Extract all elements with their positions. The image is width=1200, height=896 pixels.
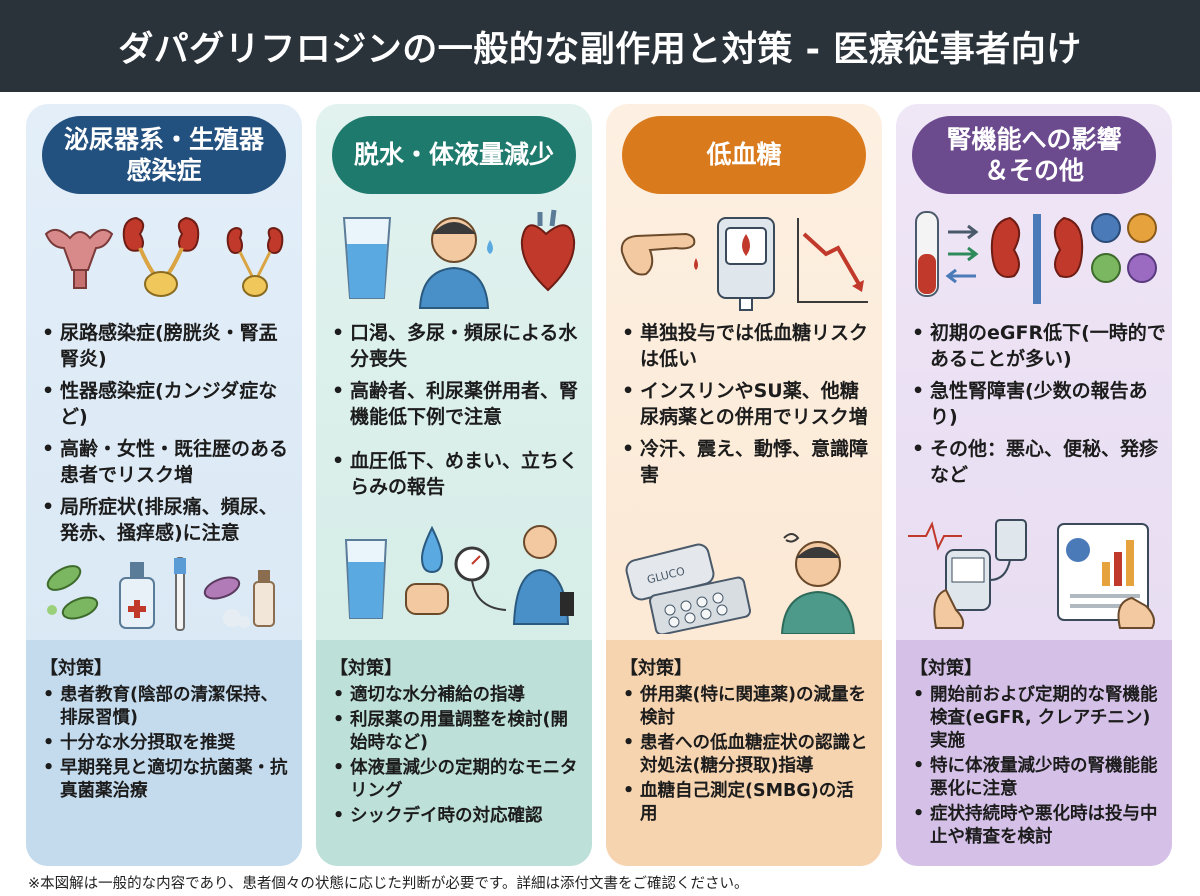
kidney-icon <box>990 214 1084 304</box>
page-title: ダパグリフロジンの一般的な副作用と対策 - 医療従事者向け <box>118 29 1082 70</box>
col3-bottom-illustrations: GLUCO <box>625 533 856 634</box>
list-item: 患者への低血糖症状の認識と対処法(糖分摂取)指導 <box>620 732 870 778</box>
finger-prick-icon <box>620 232 698 276</box>
list-item: 冷汗、震え、動悸、意識障害 <box>618 436 876 488</box>
glucose-tablets-icon: GLUCO <box>625 543 751 634</box>
list-item: 急性腎障害(少数の報告あり) <box>908 378 1166 430</box>
column-heading: 腎機能への影響 ＆その他 <box>912 116 1156 194</box>
list-item: 性器感染症(カンジダ症など) <box>38 378 296 430</box>
col1-bottom-illustrations <box>46 557 275 631</box>
list-item: 症状持続時や悪化時は投与中止や精査を検討 <box>910 803 1160 849</box>
countermeasures-label: 【対策】 <box>620 658 692 679</box>
list-item: 十分な水分摂取を推奨 <box>40 732 290 755</box>
footnote: ※本図解は一般的な内容であり、患者個々の状態に応じた判断が必要です。詳細は添付文… <box>28 876 749 892</box>
list-item: 高齢・女性・既往歴のある患者でリスク増 <box>38 436 296 488</box>
test-tube-icon <box>915 211 939 297</box>
water-glass-icon <box>344 539 388 619</box>
col1-top-illustrations <box>44 216 284 297</box>
heart-icon <box>520 209 576 292</box>
monitor-device-icon <box>908 519 1027 629</box>
column-heading: 低血糖 <box>622 116 866 194</box>
col2-top-illustrations <box>342 209 576 309</box>
countermeasures-box: 【対策】 開始前および定期的な腎機能検査(eGFR, クレアチニン)実施 特に体… <box>896 640 1172 866</box>
list-item: 体液量減少の定期的なモニタリング <box>330 757 580 803</box>
heading-line: 低血糖 <box>706 140 782 170</box>
countermeasures-box: 【対策】 適切な水分補給の指導 利尿薬の用量調整を検討(開始時など) 体液量減少… <box>316 640 592 866</box>
countermeasures-label: 【対策】 <box>40 658 112 679</box>
list-item: シックデイ時の対応確認 <box>330 805 580 828</box>
countermeasures-box: 【対策】 併用薬(特に関連薬)の減量を検討 患者への低血糖症状の認識と対処法(糖… <box>606 640 882 866</box>
heading-line: 脱水・体液量減少 <box>353 140 554 170</box>
side-effect-list: 尿路感染症(膀胱炎・腎盂腎炎) 性器感染症(カンジダ症など) 高齢・女性・既往歴… <box>38 320 296 552</box>
uterus-icon <box>44 228 114 289</box>
water-drop-icon <box>420 525 444 574</box>
countermeasures-label: 【対策】 <box>910 658 982 679</box>
col3-top-illustrations <box>620 217 868 311</box>
list-item: 口渇、多尿・頻尿による水分喪失 <box>328 320 586 372</box>
fungus-spray-icon <box>203 570 275 628</box>
col4-bottom-illustrations <box>908 519 1155 629</box>
heading-line: ＆その他 <box>983 156 1084 185</box>
list-item: 特に体液量減少時の腎機能能悪化に注意 <box>910 755 1160 801</box>
misc-symptoms-icon <box>1091 213 1157 283</box>
list-item: 高齢者、利尿薬併用者、腎機能低下例で注意 <box>328 378 586 430</box>
kidney-bladder-icon <box>122 216 200 297</box>
column-heading: 脱水・体液量減少 <box>332 116 576 194</box>
list-item: その他：悪心、便秘、発疹など <box>908 436 1166 488</box>
list-item: 早期発見と適切な抗菌薬・抗真菌薬治療 <box>40 757 290 803</box>
falling-chart-icon <box>797 218 868 303</box>
list-item: 局所症状(排尿痛、頻尿、発赤、掻痒感)に注意 <box>38 494 296 546</box>
list-item: インスリンやSU薬、他糖尿病薬との併用でリスク増 <box>618 378 876 430</box>
countermeasures-box: 【対策】 患者教育(陰部の清潔保持、排尿習慣) 十分な水分摂取を推奨 早期発見と… <box>26 640 302 866</box>
lab-report-icon <box>1057 523 1155 629</box>
column-urinary-infection: 泌尿器系・生殖器 感染症 尿路感染症(膀胱炎・腎盂腎炎) 性器感染症(カンジダ症… <box>26 104 302 866</box>
heading-line: 泌尿器系・生殖器 <box>63 124 264 154</box>
urinary-tract-icon <box>226 226 284 297</box>
fist-icon <box>405 583 449 615</box>
glucometer-icon <box>717 217 775 311</box>
side-effect-list: 口渇、多尿・頻尿による水分喪失 高齢者、利尿薬併用者、腎機能低下例で注意 血圧低… <box>328 320 586 506</box>
arrows-icon <box>945 224 979 284</box>
column-dehydration: 脱水・体液量減少 口渇、多尿・頻尿による水分喪失 高齢者、利尿薬併用者、腎機能低… <box>316 104 592 866</box>
list-item: 初期のeGFR低下(一時的であることが多い) <box>908 320 1166 372</box>
list-item: 開始前および定期的な腎機能検査(eGFR, クレアチニン)実施 <box>910 684 1160 753</box>
column-heading: 泌尿器系・生殖器 感染症 <box>42 116 286 194</box>
list-item: 利尿薬の用量調整を検討(開始時など) <box>330 709 580 755</box>
countermeasures-label: 【対策】 <box>330 658 402 679</box>
heading-line: 感染症 <box>126 156 202 185</box>
list-item: 併用薬(特に関連薬)の減量を検討 <box>620 684 870 730</box>
list-item: 血圧低下、めまい、立ちくらみの報告 <box>328 448 586 500</box>
side-effect-list: 初期のeGFR低下(一時的であることが多い) 急性腎障害(少数の報告あり) その… <box>908 320 1166 494</box>
col4-top-illustrations <box>915 211 1157 304</box>
list-item: 適切な水分補給の指導 <box>330 684 580 707</box>
toothbrush-icon <box>174 557 186 631</box>
bacteria-icon <box>46 565 99 620</box>
list-item: 単独投与では低血糖リスクは低い <box>618 320 876 372</box>
header-bar: ダパグリフロジンの一般的な副作用と対策 - 医療従事者向け <box>0 0 1200 92</box>
thirsty-person-icon <box>418 217 493 309</box>
list-item: 患者教育(陰部の清潔保持、排尿習慣) <box>40 684 290 730</box>
water-glass-icon <box>342 217 392 299</box>
side-effect-list: 単独投与では低血糖リスクは低い インスリンやSU薬、他糖尿病薬との併用でリスク増… <box>618 320 876 494</box>
blood-pressure-icon <box>454 525 574 625</box>
heading-line: 腎機能への影響 <box>946 124 1122 154</box>
list-item: 血糖自己測定(SMBG)の活用 <box>620 780 870 826</box>
list-item: 尿路感染症(膀胱炎・腎盂腎炎) <box>38 320 296 372</box>
column-renal-other: 腎機能への影響 ＆その他 初期のeGFR低下(一時的であることが多い) 急性腎障… <box>896 104 1172 866</box>
soap-bottle-icon <box>119 562 155 629</box>
col2-bottom-illustrations <box>344 525 574 625</box>
column-hypoglycemia: 低血糖 単独投与では低血糖リスクは低い インスリンやSU薬、他糖尿病薬との併用で… <box>606 104 882 866</box>
dizzy-person-icon <box>780 533 856 634</box>
